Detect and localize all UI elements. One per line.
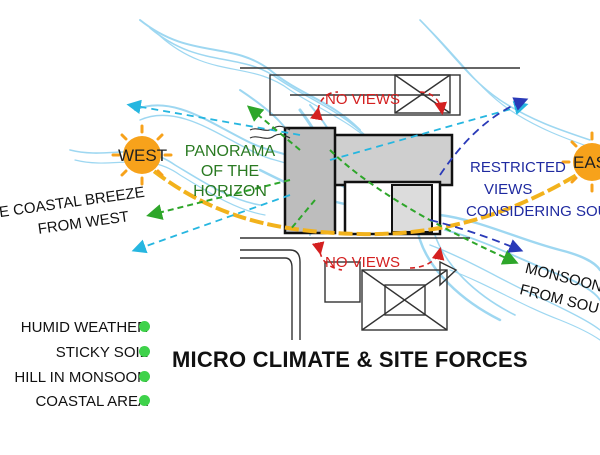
legend-dot-soil-icon [139, 346, 150, 357]
panorama-line2: OF THE [200, 163, 260, 180]
restricted-line3: CONSIDERING SOUTH [466, 203, 600, 220]
breeze-arrows [126, 99, 529, 254]
restricted-views-label: RESTRICTED VIEWS CONSIDERING SOUTH [466, 157, 600, 223]
no-views-top-label: NO VIEWS [325, 91, 401, 108]
no-views-arrows [310, 91, 447, 271]
restricted-line1: RESTRICTED [470, 159, 566, 176]
west-label: WEST [118, 146, 168, 165]
main-building [249, 125, 454, 236]
restricted-arrows [429, 97, 529, 253]
context-buildings [240, 67, 520, 340]
legend-dot-hill-icon [139, 371, 150, 382]
east-label: EAST [573, 153, 600, 172]
legend-dot-humid-icon [139, 321, 150, 332]
legend-dot-coastal-icon [139, 395, 150, 406]
sun-path [138, 158, 587, 237]
legend-item-hill: HILL IN MONSOON [14, 369, 148, 386]
legend-item-soil: STICKY SOIL [55, 344, 148, 361]
panorama-line3: HORIZON [193, 183, 267, 200]
west-sun-icon [111, 124, 173, 186]
legend-item-humid: HUMID WEATHER [20, 319, 148, 336]
panorama-line1: PANORAMA [184, 143, 276, 160]
east-sun-icon [561, 131, 600, 193]
restricted-line2: VIEWS [484, 181, 533, 198]
diagram-title: MICRO CLIMATE & SITE FORCES [172, 347, 528, 372]
legend-item-coastal: COASTAL AREA [35, 393, 148, 410]
panorama-label: PANORAMA OF THE HORIZON [180, 142, 280, 202]
panorama-arrows [146, 105, 519, 265]
no-views-bottom-label: NO VIEWS [325, 254, 401, 271]
